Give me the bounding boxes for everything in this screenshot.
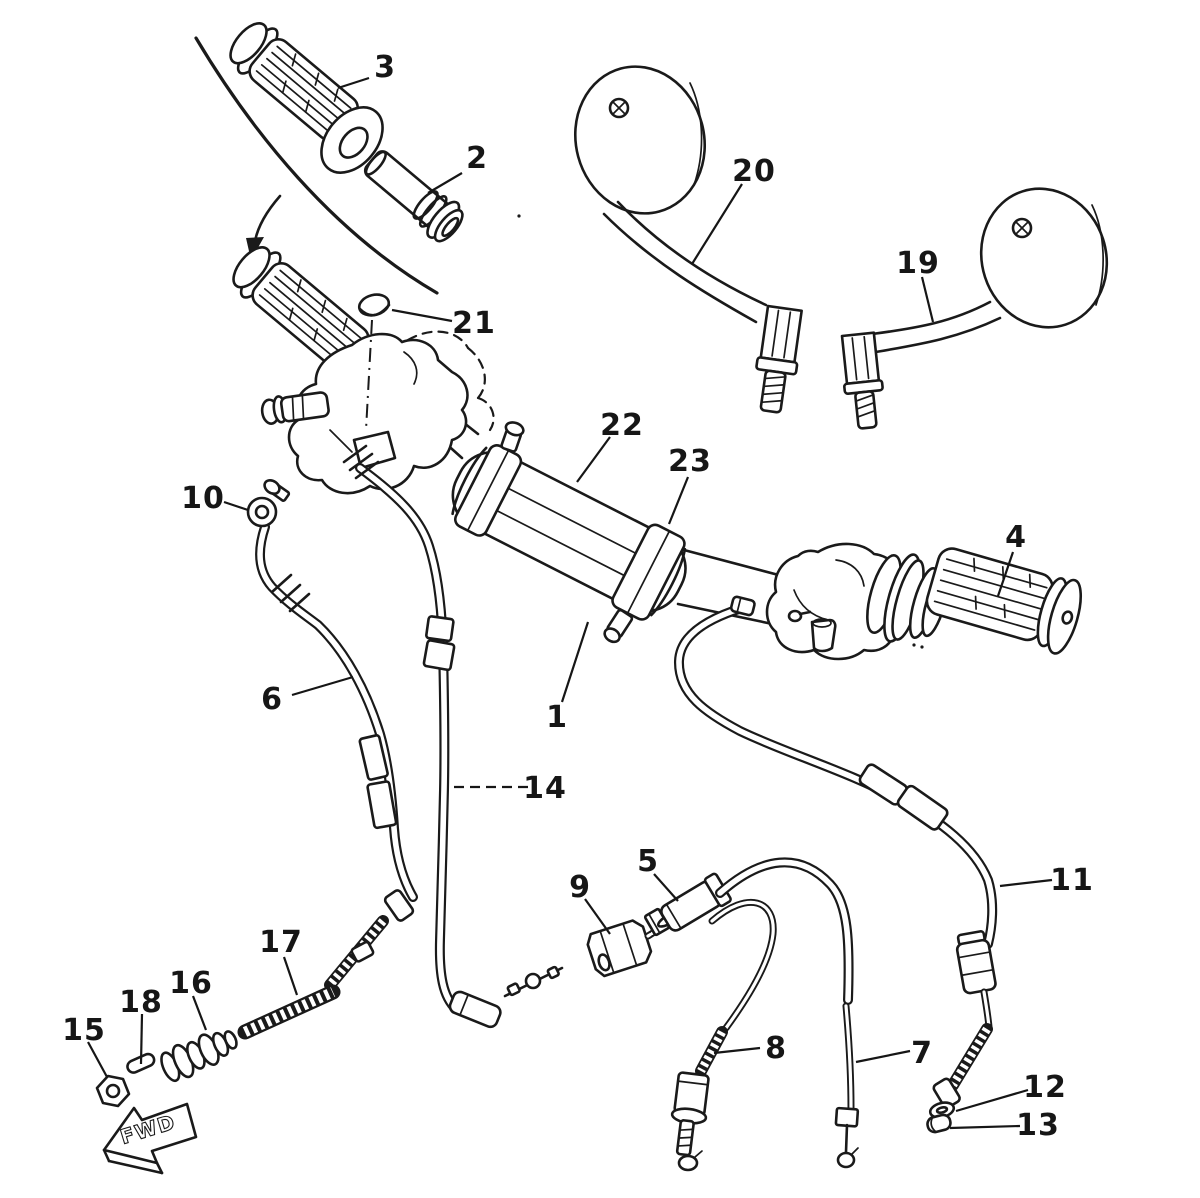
callout-15: 15 bbox=[62, 1013, 106, 1048]
part-mirror-19 bbox=[840, 187, 1109, 430]
switch-tab bbox=[810, 618, 837, 653]
mirror-boss bbox=[260, 391, 330, 425]
callout-7: 7 bbox=[911, 1036, 933, 1071]
mirror-20-mount-bolt bbox=[755, 304, 803, 414]
part-cable-5-7 bbox=[643, 862, 860, 1169]
callout-4: 4 bbox=[1005, 520, 1027, 555]
callout-13: 13 bbox=[1016, 1108, 1060, 1143]
part-banjo-10 bbox=[246, 478, 291, 528]
callout-18: 18 bbox=[119, 985, 163, 1020]
callout-14: 14 bbox=[523, 771, 567, 806]
callout-12: 12 bbox=[1023, 1070, 1067, 1105]
callout-9: 9 bbox=[569, 870, 591, 905]
callout-2: 2 bbox=[466, 141, 488, 176]
mirror-19-mount-bolt bbox=[840, 331, 884, 430]
callout-6: 6 bbox=[261, 682, 283, 717]
part-cable-6 bbox=[246, 478, 414, 991]
part-cable-14 bbox=[342, 444, 564, 1029]
mirror-screw-icon bbox=[608, 97, 630, 119]
cable-6-inner-wire bbox=[324, 915, 389, 991]
callout-5: 5 bbox=[637, 844, 659, 879]
callout-8: 8 bbox=[765, 1031, 787, 1066]
cable-11-anchor bbox=[729, 595, 756, 617]
part-mirror-20 bbox=[573, 65, 803, 414]
callout-11: 11 bbox=[1050, 863, 1094, 898]
fwd-direction-arrow: FWD bbox=[102, 1102, 198, 1175]
pad-clamp-23 bbox=[603, 523, 686, 644]
callout-20: 20 bbox=[732, 154, 776, 189]
callout-23: 23 bbox=[668, 444, 712, 479]
part-spring-17 bbox=[237, 984, 341, 1040]
callout-16: 16 bbox=[169, 966, 213, 1001]
callouts: 1 2 3 4 5 6 7 8 9 10 11 12 13 14 15 16 1… bbox=[62, 50, 1094, 1143]
part-boot-16 bbox=[160, 1030, 238, 1083]
part-nut-15 bbox=[95, 1074, 131, 1108]
part-washer-12 bbox=[928, 1101, 956, 1119]
callout-3: 3 bbox=[374, 50, 396, 85]
callout-10: 10 bbox=[181, 481, 225, 516]
cable-11-adjuster-barrel bbox=[955, 930, 997, 995]
mirror-screw-icon bbox=[1011, 217, 1033, 239]
part-cap-21 bbox=[357, 293, 391, 431]
callout-21: 21 bbox=[452, 306, 496, 341]
callout-17: 17 bbox=[259, 925, 303, 960]
part-cable-11 bbox=[679, 595, 997, 1134]
part-joint-9 bbox=[586, 919, 653, 978]
part-left-switch-housing bbox=[260, 330, 495, 495]
part-grip-left-3 bbox=[229, 22, 364, 145]
cable-14-inner-wire bbox=[503, 965, 564, 998]
callout-19: 19 bbox=[896, 246, 940, 281]
cable-5-adjuster-barrel bbox=[660, 872, 732, 932]
callout-1: 1 bbox=[546, 700, 568, 735]
part-throttle-tube-2 bbox=[363, 150, 464, 243]
part-cap-13 bbox=[926, 1113, 952, 1134]
part-handlebar-1 bbox=[422, 402, 792, 644]
callout-22: 22 bbox=[600, 408, 644, 443]
pad-clamp-left bbox=[453, 421, 525, 537]
part-grip-flange-washer bbox=[320, 106, 384, 174]
part-cable-8-branch bbox=[670, 902, 773, 1172]
part-grip-right-4 bbox=[925, 547, 1083, 655]
